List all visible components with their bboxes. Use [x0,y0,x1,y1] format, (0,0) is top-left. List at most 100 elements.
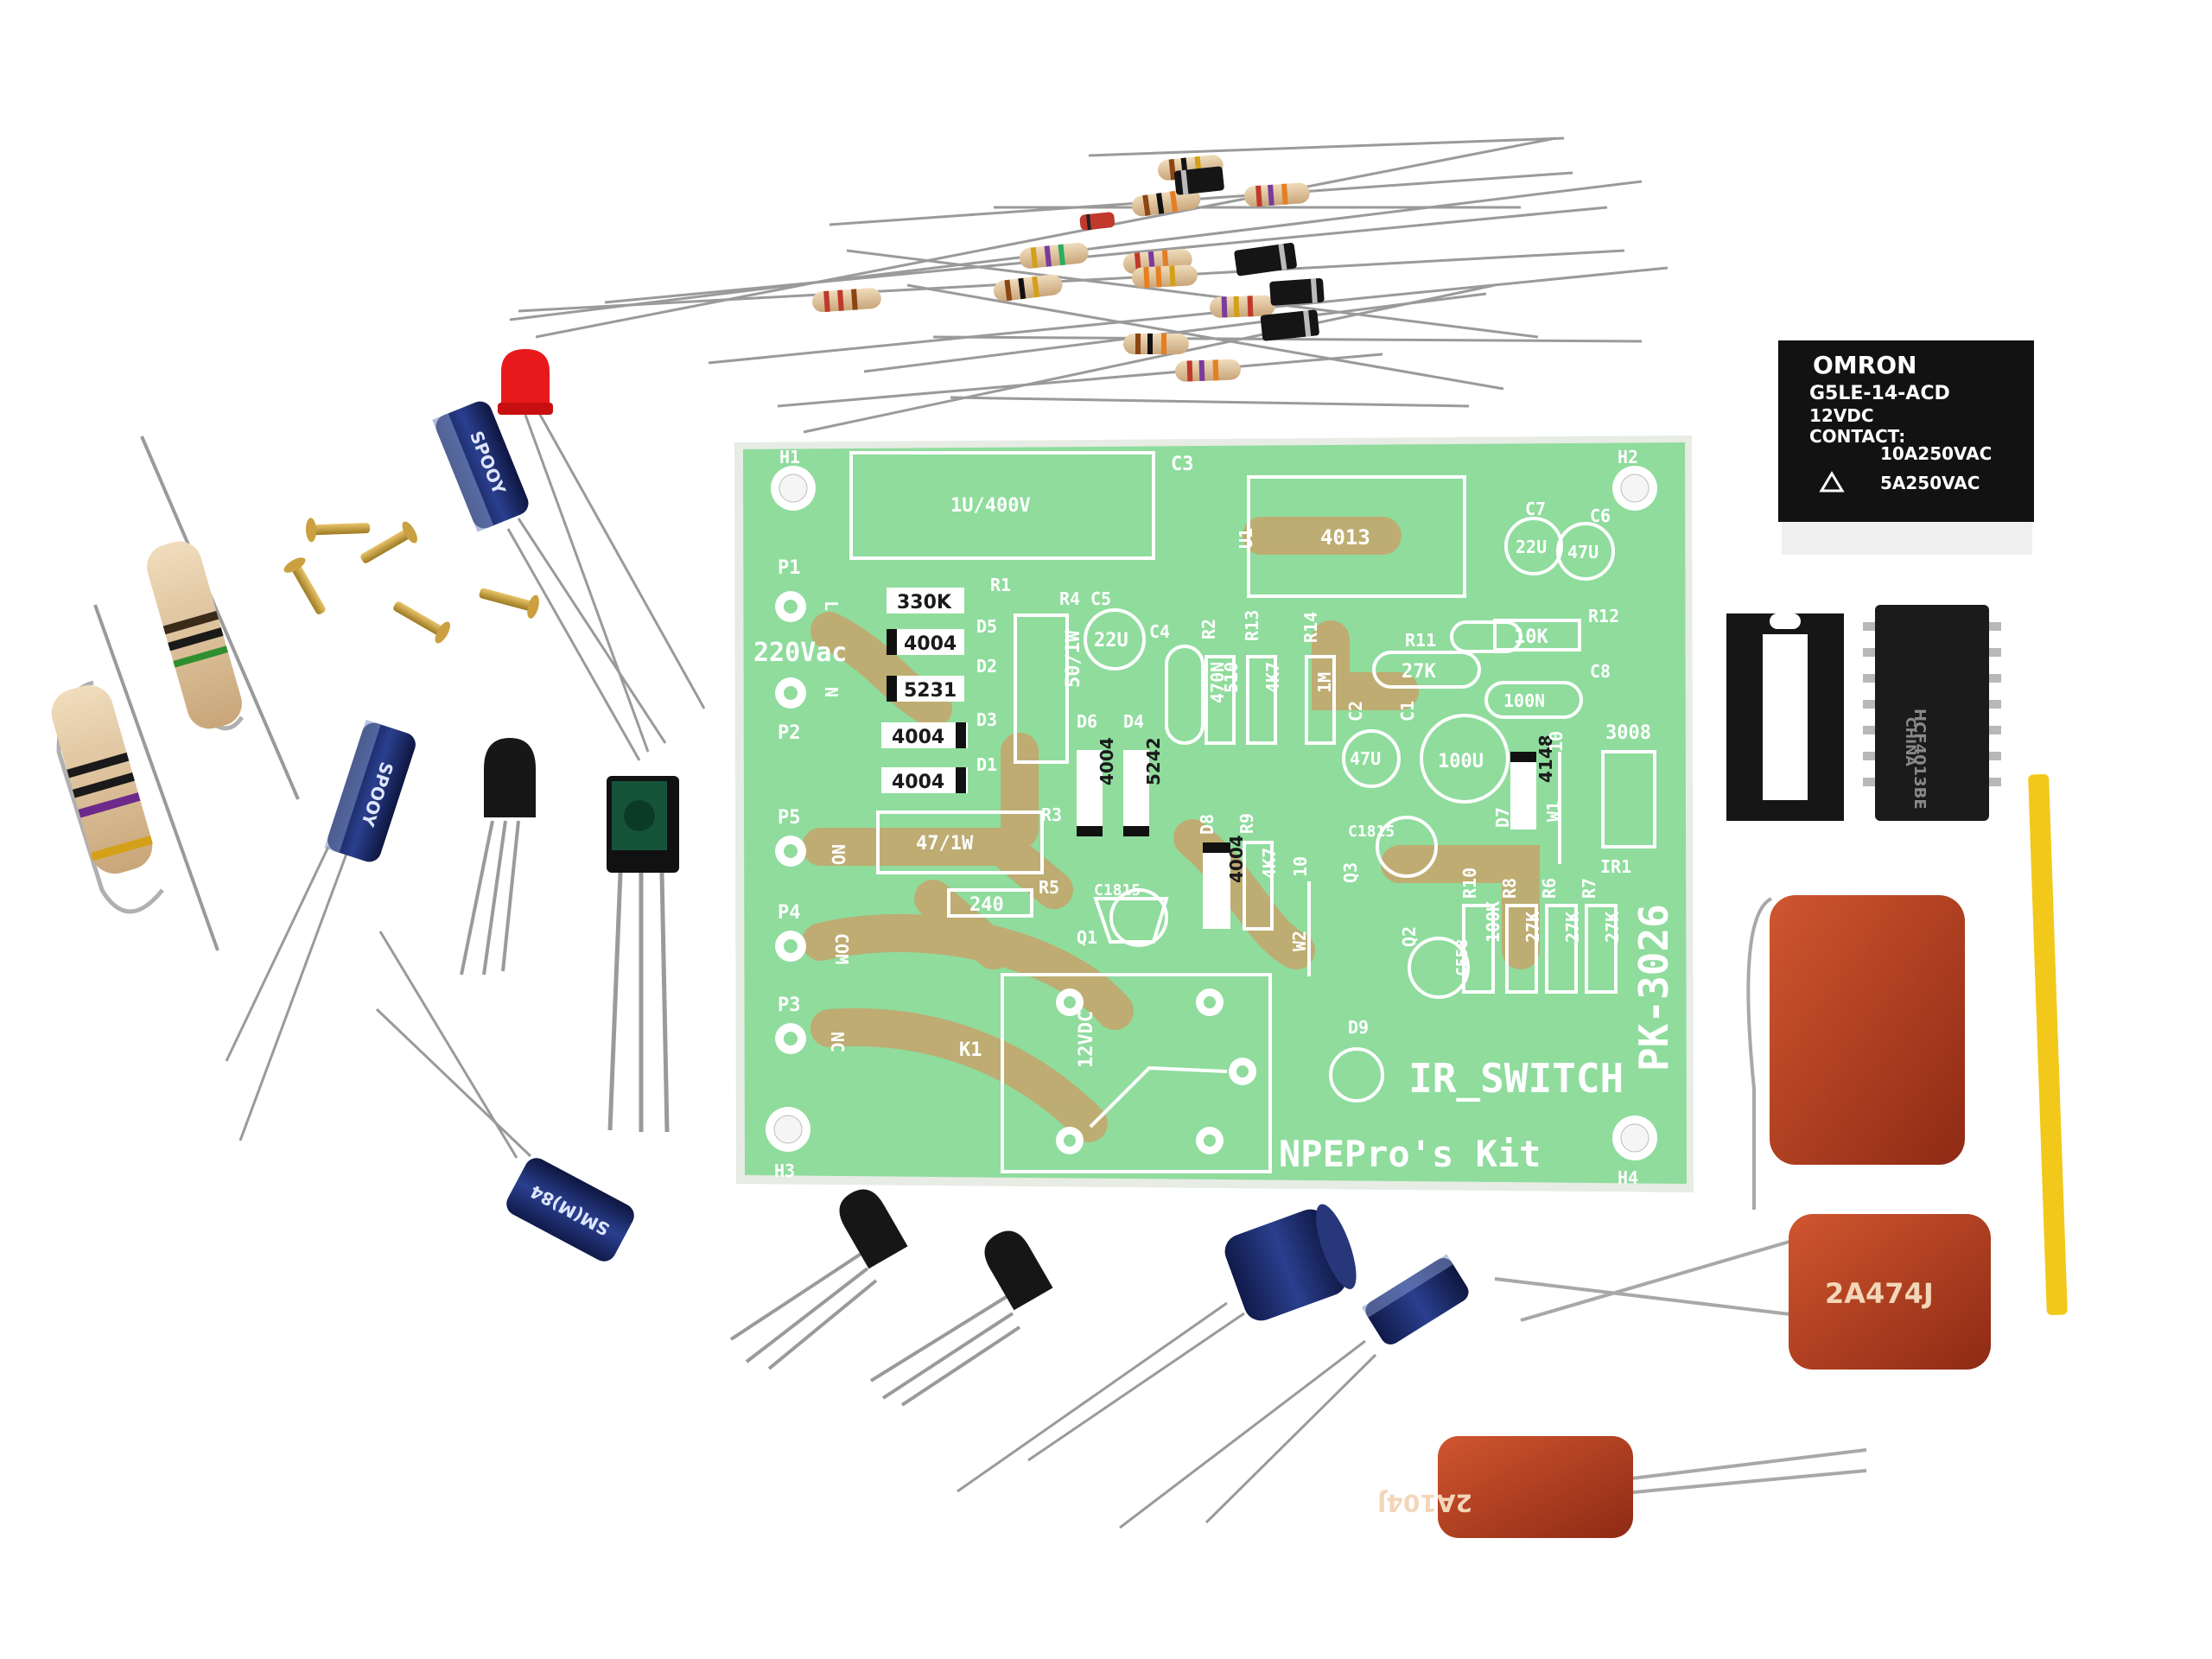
svg-text:R12: R12 [1588,606,1619,626]
svg-text:330K: 330K [897,592,952,613]
svg-text:C7: C7 [1525,499,1546,519]
svg-text:22U: 22U [1516,537,1547,557]
electrolytic-capacitor-bottom-center [957,1204,1357,1493]
svg-text:5231: 5231 [904,680,957,702]
electrolytic-capacitor-bottom: SM(M)84 [375,931,634,1262]
kit-brand: NPEPro's Kit [1279,1133,1541,1175]
footprint-r11: 27K R11 [1402,630,1436,683]
svg-text:C8: C8 [1590,661,1611,682]
svg-text:C4: C4 [1149,621,1170,642]
pcb-board: H1 H2 H3 H4 P1 L 220Vac N P2 P5 NO P4 CO… [734,435,1694,1192]
footprint-r1: 330K R1 [887,575,1011,613]
ir-receiver-module [607,776,679,1133]
svg-text:12VDC: 12VDC [1076,1011,1097,1068]
port-p1-pin: L [821,601,842,611]
svg-text:3008: 3008 [1605,722,1651,744]
svg-text:R5: R5 [1039,877,1059,898]
svg-text:22U: 22U [1094,630,1128,652]
svg-text:D2: D2 [976,656,997,677]
svg-text:D9: D9 [1348,1017,1369,1038]
svg-text:1U/400V: 1U/400V [950,495,1031,517]
svg-text:C3: C3 [1171,454,1194,475]
port-p5-id: P5 [778,807,801,829]
svg-text:27K: 27K [1602,912,1623,943]
svg-text:D7: D7 [1492,807,1513,828]
footprint-c5: 22U C5 [1090,588,1128,652]
svg-text:C5: C5 [1090,588,1111,609]
relay-model: G5LE-14-ACD [1809,383,1950,404]
svg-text:R9: R9 [1236,813,1257,834]
svg-text:47/1W: 47/1W [916,833,974,855]
transistor-to92-bottom-2 [869,1230,1053,1407]
footprint-r5: 240 R5 [947,877,1059,918]
model-number: PK-3026 [1630,904,1677,1071]
footprint-q2: C558 Q2 [1399,926,1471,976]
svg-text:4004: 4004 [892,772,944,793]
svg-text:27K: 27K [1402,661,1436,683]
ic-code: HCF4013BE [1910,709,1929,810]
hole-h2: H2 [1618,447,1638,467]
mounting-holes: H1 H2 H3 H4 [766,447,1657,1188]
svg-text:C1815: C1815 [1094,881,1141,899]
svg-text:27K: 27K [1562,912,1583,943]
footprint-d4: 5242 D4 [1123,711,1164,836]
footprint-r13: 4K7 R13 [1242,610,1283,745]
power-resistor-upper [140,435,300,800]
electrolytic-capacitor-left: SPOOY [225,719,416,1141]
electrolytic-capacitor-top: SPOOY [432,401,667,761]
terminal-ports: P1 L 220Vac N P2 P5 NO P4 COM P3 NC [753,557,852,1054]
svg-text:C6: C6 [1590,505,1611,526]
svg-text:27K: 27K [1522,912,1543,943]
yellow-insulation-sleeve [2028,773,2068,1316]
footprint-u1: 4013 U1 [1236,525,1370,550]
svg-text:R1: R1 [990,575,1011,595]
svg-text:R3: R3 [1041,804,1062,825]
transistor-to92-left [460,738,536,976]
port-p4-pin: COM [831,933,852,964]
film-cap-label-large: 2A474J [1825,1277,1934,1310]
relay-voltage: 12VDC [1809,405,1874,426]
footprint-r9: 4K7 R9 [1236,813,1280,931]
footprint-c2: 47U C2 [1345,701,1381,769]
electrolytic-capacitor-bottom-right [1119,1254,1469,1529]
svg-text:4004: 4004 [892,727,944,748]
film-capacitor-large-lower: 2A474J [1494,1214,1991,1370]
footprint-r7: 27K R7 [1579,878,1623,994]
transistor-to92-bottom-1 [729,1189,908,1370]
svg-text:U1: U1 [1236,528,1256,549]
svg-text:10K: 10K [1514,626,1548,648]
svg-text:4004: 4004 [904,633,957,655]
dip-ic-chip: HCF4013BE CHINA [1863,605,2001,821]
svg-text:D3: D3 [976,709,997,730]
power-resistor-lower [51,604,219,951]
hole-h3: H3 [774,1160,795,1181]
svg-text:510: 510 [1221,662,1242,693]
svg-text:10: 10 [1290,856,1311,877]
svg-text:C2: C2 [1345,701,1366,721]
footprint-q1: C1815 Q1 [1077,881,1169,948]
svg-text:47U: 47U [1567,542,1599,563]
svg-text:10: 10 [1546,731,1567,752]
footprint-c7: 22U C7 [1516,499,1547,557]
footprint-r6: 27K R6 [1539,878,1583,994]
footprint-r3: 47/1W R3 [916,804,1062,855]
svg-text:W2: W2 [1289,931,1310,951]
relay-contact: CONTACT: [1809,426,1905,447]
mains-voltage-label: 220Vac [753,638,847,668]
film-capacitor-small: 2A104J [1377,1436,1867,1538]
port-p4-id: P4 [778,902,801,924]
svg-text:R11: R11 [1405,630,1436,651]
port-p2-id: P2 [778,722,801,744]
ic-origin: CHINA [1903,717,1919,766]
footprint-c6: 47U C6 [1567,505,1611,563]
footprint-ir1: 3008 IR1 [1600,722,1651,877]
port-p5-pin: NO [828,844,849,865]
svg-text:100N: 100N [1503,690,1545,711]
svg-text:4K7: 4K7 [1259,848,1280,879]
film-cap-label-small: 2A104J [1377,1489,1472,1517]
svg-text:C1: C1 [1397,701,1418,721]
svg-text:C1815: C1815 [1348,823,1395,841]
port-p2-pin: N [821,687,842,697]
footprint-d3: 4004 D3 [881,709,997,748]
svg-text:100U: 100U [1438,751,1484,772]
